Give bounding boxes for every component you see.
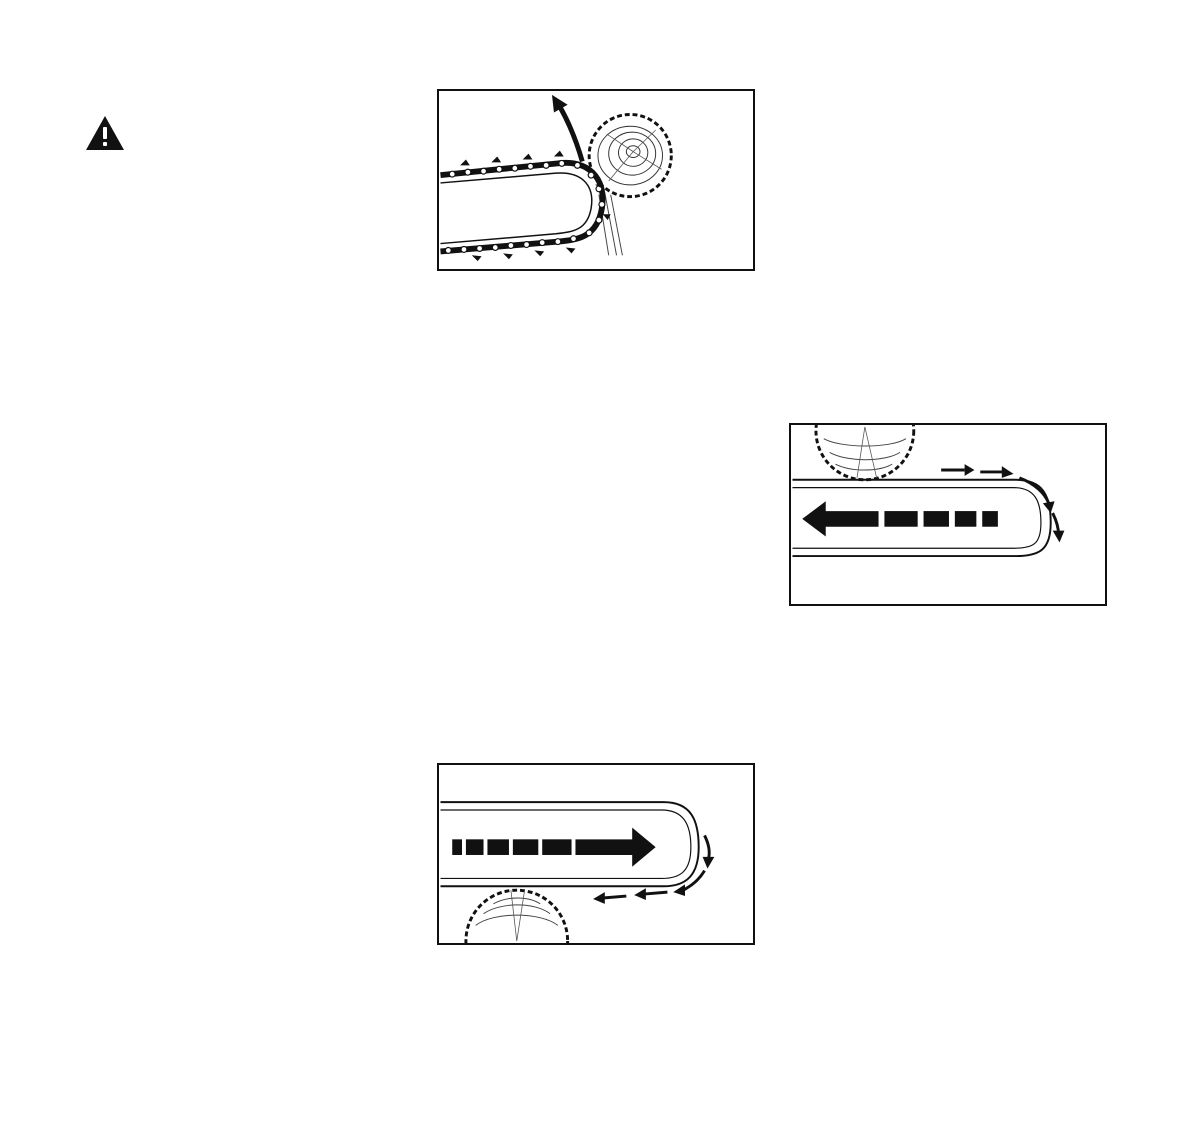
chain-direction-arrows-icon xyxy=(941,464,1064,542)
kickback-figure xyxy=(437,89,755,271)
pull-in-figure xyxy=(789,423,1107,606)
pull-in-illustration xyxy=(791,425,1105,604)
pushback-illustration xyxy=(439,765,753,943)
pushback-figure xyxy=(437,763,755,945)
kickback-arrow-icon xyxy=(552,95,582,162)
warning-triangle-icon xyxy=(84,114,126,152)
rotational-kickback-illustration xyxy=(439,91,753,269)
log-icon xyxy=(816,425,914,480)
guide-bar-with-chain xyxy=(440,151,610,262)
pull-direction-arrow-icon xyxy=(802,501,998,536)
push-direction-arrow-icon xyxy=(452,828,655,867)
log-icon xyxy=(466,890,568,943)
